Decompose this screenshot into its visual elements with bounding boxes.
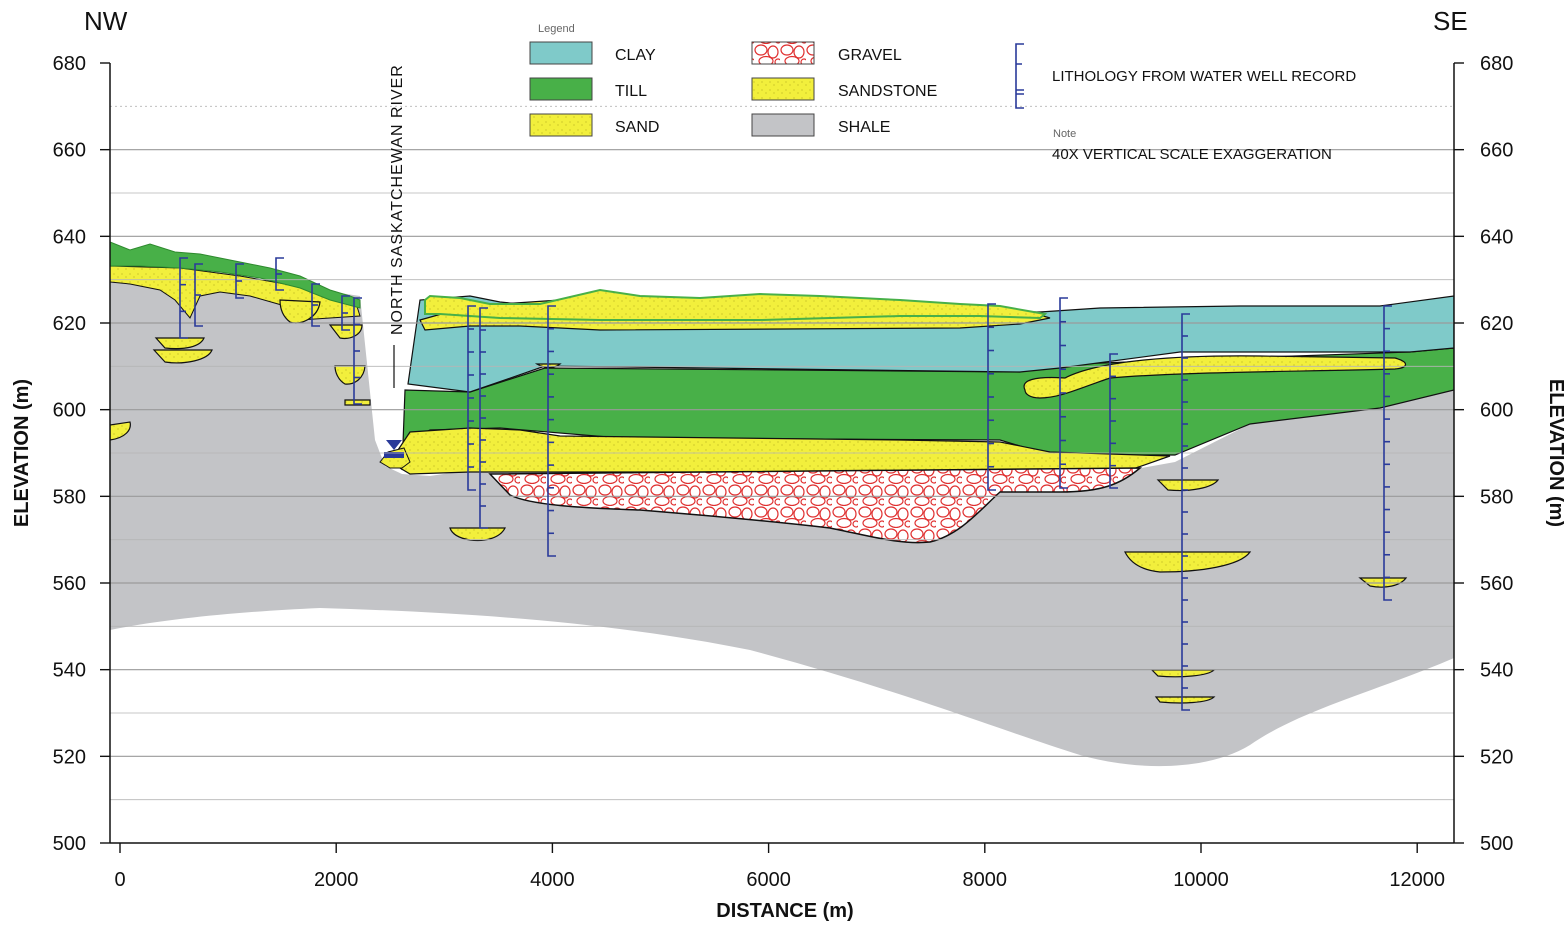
y-tick-label-right: 680	[1480, 53, 1513, 75]
well-log	[547, 305, 556, 557]
y-tick-label-right: 520	[1480, 746, 1513, 768]
legend-swatch-sandstone	[751, 77, 815, 101]
y-tick-label-left: 600	[53, 400, 86, 422]
legend-swatch-gravel	[751, 41, 815, 65]
well-log	[1383, 305, 1392, 601]
x-axis-title: DISTANCE (m)	[716, 900, 853, 922]
y-tick-label-left: 680	[53, 53, 86, 75]
x-tick-label: 12000	[1389, 869, 1445, 891]
y-axis-title-right: ELEVATION (m)	[1545, 379, 1564, 527]
y-tick-label-left: 660	[53, 140, 86, 162]
x-tick-label: 0	[114, 869, 125, 891]
till-unit	[401, 347, 1454, 471]
corner-label-se: SE	[1433, 6, 1468, 36]
legend-swatch-shale	[751, 113, 815, 137]
x-axis-ticks: 0 2000 4000 6000 8000 10000 12000	[114, 843, 1445, 891]
gravel-unit	[488, 467, 1143, 544]
well-logs	[179, 257, 1392, 711]
legend-label-clay: CLAY	[615, 47, 656, 64]
y-tick-label-left: 620	[53, 313, 86, 335]
surface-sand-right	[424, 288, 1048, 321]
water-level-icon	[384, 440, 404, 458]
y-tick-label-left: 580	[53, 486, 86, 508]
y-tick-label-right: 600	[1480, 400, 1513, 422]
river-label: NORTH SASKATCHEWAN RIVER	[389, 64, 406, 335]
x-tick-label: 2000	[314, 869, 359, 891]
y-axis-title-left: ELEVATION (m)	[11, 379, 33, 527]
y-axis-ticks: 680 680 660 660 640 640 620 620 600 600 580 580 560 5…	[53, 53, 1514, 855]
grid-lines	[110, 105, 1454, 801]
note-title: Note	[1053, 128, 1076, 140]
y-tick-label-left: 540	[53, 660, 86, 682]
well-record-icon	[1015, 43, 1024, 109]
legend-label-sandstone: SANDSTONE	[838, 83, 937, 100]
y-tick-label-left: 560	[53, 573, 86, 595]
legend-well-record: LITHOLOGY FROM WATER WELL RECORD	[1052, 68, 1356, 85]
y-tick-label-left: 520	[53, 746, 86, 768]
legend-label-till: TILL	[615, 83, 647, 100]
corner-label-nw: NW	[84, 6, 128, 36]
y-tick-label-right: 660	[1480, 140, 1513, 162]
x-tick-label: 6000	[746, 869, 791, 891]
y-tick-label-left: 500	[53, 833, 86, 855]
y-tick-label-left: 640	[53, 226, 86, 248]
legend: Legend CLAY TILL SAND GRAVEL SANDSTONE S…	[529, 23, 1356, 163]
note-text: 40X VERTICAL SCALE EXAGGERATION	[1052, 146, 1332, 163]
legend-label-sand: SAND	[615, 119, 659, 136]
legend-label-shale: SHALE	[838, 119, 890, 136]
legend-swatch-till	[529, 77, 593, 101]
x-tick-label: 10000	[1173, 869, 1229, 891]
legend-title: Legend	[538, 23, 575, 35]
legend-label-gravel: GRAVEL	[838, 47, 902, 64]
y-tick-label-right: 620	[1480, 313, 1513, 335]
sandstone-lenses	[110, 299, 1408, 704]
well-log	[179, 257, 188, 339]
legend-swatch-sand	[529, 113, 593, 137]
y-tick-label-right: 640	[1480, 226, 1513, 248]
legend-swatch-clay	[529, 41, 593, 65]
y-tick-label-right: 580	[1480, 486, 1513, 508]
y-tick-label-right: 500	[1480, 833, 1513, 855]
x-tick-label: 4000	[530, 869, 575, 891]
y-tick-label-right: 540	[1480, 660, 1513, 682]
x-tick-label: 8000	[963, 869, 1008, 891]
y-tick-label-right: 560	[1480, 573, 1513, 595]
